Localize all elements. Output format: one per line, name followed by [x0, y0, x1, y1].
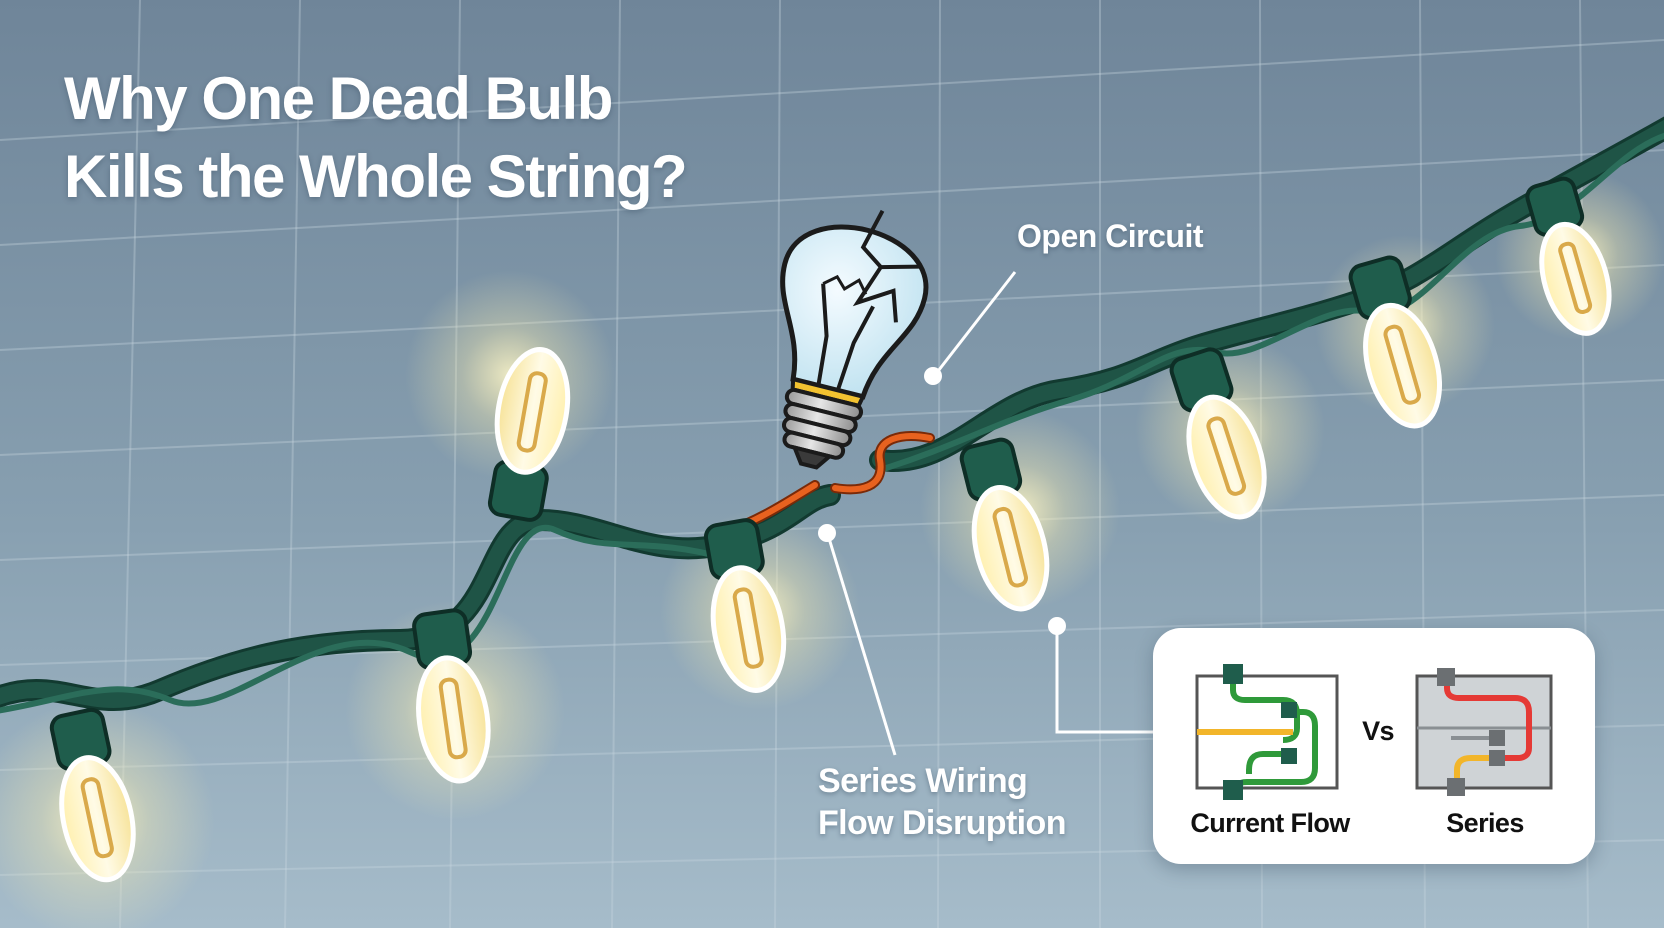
series-wiring-line-2: Flow Disruption [818, 804, 1066, 842]
glowing-bulb-icon [1348, 255, 1442, 429]
glowing-bulb-icon [703, 518, 787, 693]
title-line-2: Kills the Whole String? [64, 143, 688, 210]
title-line-1: Why One Dead Bulb [64, 65, 613, 132]
leader-dots [818, 367, 1066, 635]
comparison-card [1153, 628, 1595, 864]
page-title: Why One Dead Bulb Kills the Whole String… [64, 60, 688, 216]
glowing-bulb-icon [1525, 176, 1612, 336]
open-circuit-label: Open Circuit [1017, 218, 1204, 254]
comparison-diagrams [1195, 664, 1553, 800]
current-flow-diagram [1195, 664, 1339, 800]
glowing-bulb-icon [959, 437, 1050, 612]
broken-lightbulb-icon [780, 209, 929, 470]
series-wiring-line-1: Series Wiring [818, 762, 1028, 800]
glowing-bulb-icon [487, 347, 571, 522]
series-label: Series [1446, 808, 1524, 838]
leader-lines [826, 271, 1155, 756]
series-diagram [1415, 668, 1553, 796]
vs-label: Vs [1362, 716, 1394, 746]
glowing-bulb-icon [1169, 347, 1267, 520]
series-wiring-label: Series Wiring Flow Disruption [818, 760, 1066, 844]
current-flow-label: Current Flow [1190, 808, 1350, 838]
glowing-bulb-icon [49, 707, 136, 883]
glowing-bulb-icon [412, 608, 491, 784]
